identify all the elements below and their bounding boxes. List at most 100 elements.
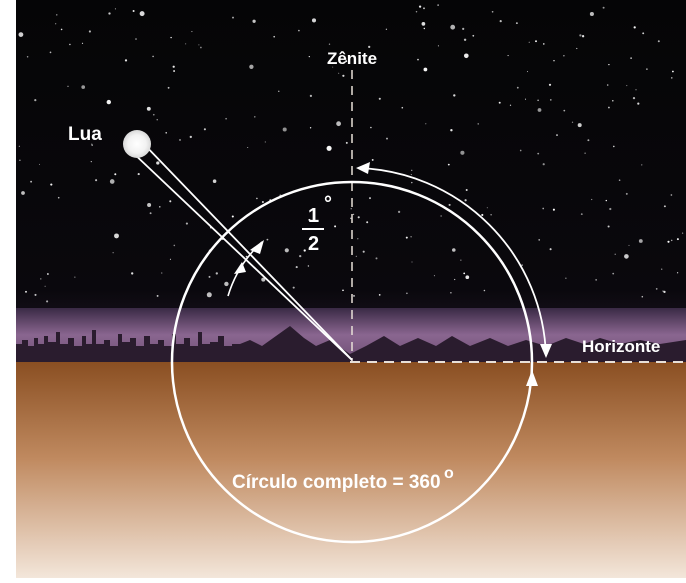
star — [571, 121, 574, 123]
star — [95, 179, 98, 182]
star — [613, 145, 615, 148]
star — [25, 290, 27, 293]
star — [608, 63, 610, 66]
star — [91, 143, 93, 145]
star — [498, 101, 501, 104]
star — [411, 261, 413, 263]
star — [307, 265, 310, 267]
star — [57, 196, 60, 199]
star — [548, 83, 552, 86]
star — [464, 199, 467, 202]
star — [26, 55, 29, 58]
star — [172, 65, 175, 68]
star — [576, 47, 578, 50]
star — [191, 31, 193, 33]
star — [602, 6, 605, 9]
star — [465, 275, 470, 280]
star — [681, 232, 684, 234]
star — [537, 108, 542, 112]
star — [249, 64, 254, 69]
star — [406, 292, 408, 295]
star — [538, 239, 541, 241]
star — [519, 149, 522, 152]
star — [614, 253, 616, 255]
star — [447, 163, 450, 166]
star — [612, 272, 615, 275]
star — [638, 239, 643, 243]
star — [563, 55, 565, 57]
star — [437, 4, 439, 6]
star — [161, 272, 163, 274]
star — [452, 248, 456, 252]
star — [173, 70, 176, 72]
star — [667, 240, 670, 243]
star — [537, 152, 540, 155]
star — [208, 275, 211, 278]
star — [159, 206, 161, 208]
star — [109, 179, 115, 184]
star — [607, 225, 610, 228]
star — [499, 20, 502, 23]
star — [418, 5, 422, 8]
ground — [16, 362, 686, 578]
star — [632, 96, 636, 100]
star — [352, 213, 355, 216]
star — [425, 123, 427, 125]
star — [256, 197, 258, 200]
star — [486, 207, 488, 209]
star — [370, 126, 372, 129]
star — [165, 132, 167, 134]
star — [577, 123, 582, 128]
star — [542, 207, 545, 210]
star — [386, 137, 388, 140]
star — [433, 275, 435, 277]
angle-degree-symbol: ° — [324, 193, 332, 215]
star — [509, 104, 512, 106]
star — [173, 244, 176, 247]
star — [481, 213, 484, 217]
star — [139, 11, 145, 17]
star — [254, 116, 256, 118]
star — [670, 194, 673, 196]
star — [60, 28, 63, 31]
star — [40, 278, 42, 280]
quarter-arc-arrowhead-bottom — [540, 344, 552, 358]
star — [231, 215, 234, 218]
star — [350, 217, 352, 220]
star — [463, 38, 467, 41]
star — [112, 252, 114, 254]
star — [308, 55, 310, 58]
star — [368, 45, 371, 49]
star — [147, 202, 152, 208]
star — [81, 42, 84, 44]
star — [114, 173, 117, 176]
star — [378, 294, 381, 296]
star — [284, 248, 289, 253]
star — [417, 58, 419, 61]
star — [453, 94, 456, 97]
moon-ray-lower — [139, 139, 353, 361]
angle-arrowhead-lower — [234, 262, 246, 274]
star — [676, 238, 679, 241]
star — [352, 294, 356, 297]
star — [421, 22, 426, 26]
star — [385, 28, 388, 30]
star — [552, 208, 555, 211]
star — [34, 293, 37, 296]
star — [292, 286, 295, 289]
city-skyline — [16, 326, 686, 362]
star — [334, 225, 337, 228]
star-field — [18, 4, 684, 303]
star — [618, 179, 621, 181]
star — [491, 10, 494, 13]
star — [670, 239, 673, 242]
star — [676, 272, 679, 274]
star — [261, 277, 266, 282]
star — [74, 276, 76, 278]
star — [454, 278, 456, 281]
star — [524, 98, 527, 100]
star — [423, 7, 425, 10]
star — [642, 32, 645, 35]
star — [490, 214, 492, 216]
